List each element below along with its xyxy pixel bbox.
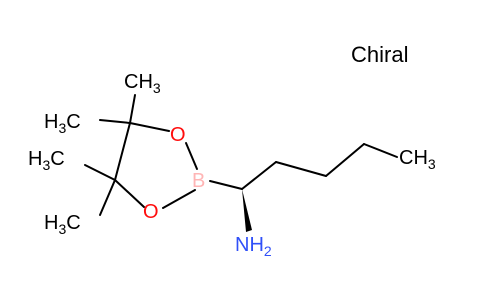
bond-chain-3 <box>325 143 365 177</box>
methyl-upper-left-label: H3C <box>44 111 81 136</box>
methyl-lower-left-label: H3C <box>44 212 81 237</box>
bond-lines <box>84 94 398 232</box>
methyl-top-label: CH3 <box>124 71 161 96</box>
bond-cbottom-ctop <box>114 122 131 181</box>
bond-boron-obottom <box>162 189 196 209</box>
bond-chain-4 <box>363 143 398 158</box>
amine-label: NH2 <box>235 234 272 259</box>
bond-chain-2 <box>275 161 327 177</box>
bond-otop-boron <box>185 142 198 170</box>
chiral-label: Chiral <box>351 42 408 67</box>
atom-labels: CH3 H3C H3C H3C O O B NH2 <box>28 71 436 259</box>
oxygen-top-label: O <box>170 124 186 146</box>
methyl-chain-end-label: CH3 <box>399 147 436 172</box>
bond-ctop-ch3-left <box>99 119 131 124</box>
bond-boron-calpha <box>209 180 243 190</box>
bond-cbottom-ch3-down <box>99 179 116 216</box>
boron-label: B <box>192 170 205 192</box>
bond-cbottom-ch3-left <box>84 164 116 181</box>
methyl-mid-left-label: H3C <box>28 148 65 173</box>
bond-ctop-ch3-up <box>129 94 136 124</box>
oxygen-bottom-label: O <box>143 201 159 223</box>
wedge-bond-amine <box>242 189 252 232</box>
bond-chain-1 <box>241 161 277 190</box>
bond-obottom-cbottom <box>114 179 145 208</box>
bond-ctop-otop <box>129 122 170 132</box>
